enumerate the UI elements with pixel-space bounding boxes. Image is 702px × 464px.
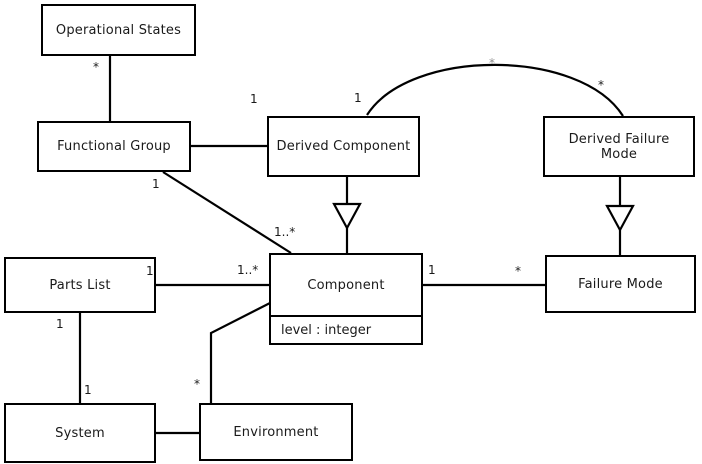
multiplicity-curve-derived-failure-mode-end: * xyxy=(598,78,604,92)
class-box-derived-component[interactable]: Derived Component xyxy=(267,116,420,177)
generalization-triangle-derived-failure-mode xyxy=(605,204,635,233)
multiplicity-component-top-left: 1..* xyxy=(274,225,296,239)
class-name-derived-failure-mode: Derived Failure Mode xyxy=(568,131,670,162)
class-box-environment[interactable]: Environment xyxy=(199,403,353,461)
multiplicity-system-top: 1 xyxy=(84,383,92,397)
multiplicity-failure-mode-left: * xyxy=(515,264,521,278)
edge-environment-component xyxy=(209,302,271,403)
class-name-environment: Environment xyxy=(233,424,319,440)
multiplicity-functional-group-bottom: 1 xyxy=(152,177,160,191)
multiplicity-operational-states-end: * xyxy=(93,60,99,74)
multiplicity-component-right: 1 xyxy=(428,263,436,277)
class-box-system[interactable]: System xyxy=(4,403,156,463)
class-box-failure-mode[interactable]: Failure Mode xyxy=(545,255,696,313)
class-name-component: Component xyxy=(307,277,385,293)
edge-derived-component-derived-failure-mode xyxy=(366,63,624,117)
class-box-derived-failure-mode[interactable]: Derived Failure Mode xyxy=(543,116,695,177)
multiplicity-derived-component-left: 1 xyxy=(250,92,258,106)
multiplicity-curve-apex: * xyxy=(489,56,495,70)
multiplicity-curve-derived-component-end: 1 xyxy=(354,91,362,105)
class-name-operational-states: Operational States xyxy=(55,22,182,38)
multiplicity-component-left: 1..* xyxy=(237,263,259,277)
class-box-parts-list[interactable]: Parts List xyxy=(4,257,156,313)
multiplicity-parts-list-right: 1 xyxy=(146,264,154,278)
multiplicity-environment-top: * xyxy=(194,377,200,391)
generalization-triangle-derived-component xyxy=(332,202,362,231)
class-box-functional-group[interactable]: Functional Group xyxy=(37,121,191,172)
edge-functional-group-component xyxy=(162,171,292,254)
class-name-functional-group: Functional Group xyxy=(57,139,171,154)
class-name-failure-mode: Failure Mode xyxy=(578,276,663,292)
multiplicity-parts-list-bottom: 1 xyxy=(56,317,64,331)
class-box-operational-states[interactable]: Operational States xyxy=(41,4,196,56)
class-box-component[interactable]: Component level : integer xyxy=(269,253,423,345)
class-name-derived-component: Derived Component xyxy=(276,139,411,154)
class-name-parts-list: Parts List xyxy=(49,277,111,293)
class-attribute-component-level: level : integer xyxy=(271,315,421,343)
class-name-system: System xyxy=(55,425,105,441)
